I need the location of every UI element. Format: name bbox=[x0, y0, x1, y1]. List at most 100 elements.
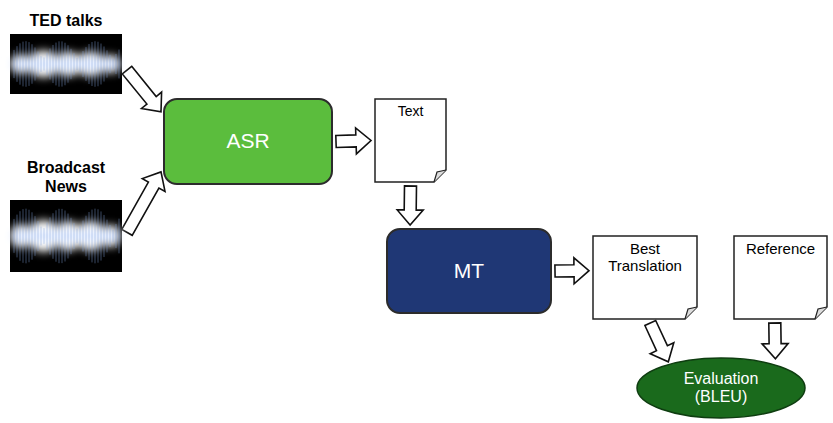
node-label: Best Translation bbox=[598, 240, 692, 275]
waveform-stroke bbox=[41, 227, 42, 246]
ellipse-outline bbox=[637, 358, 805, 418]
waveform-stroke bbox=[62, 209, 63, 263]
block-arrow bbox=[397, 186, 423, 225]
waveform-stroke bbox=[50, 217, 51, 254]
folded-corner bbox=[434, 170, 446, 182]
waveform-stroke bbox=[50, 48, 51, 79]
waveform-stroke bbox=[56, 43, 57, 86]
waveform-stroke bbox=[107, 50, 108, 77]
waveform-stroke bbox=[17, 215, 18, 258]
waveform-background bbox=[10, 34, 122, 94]
waveform-stroke bbox=[23, 209, 24, 263]
waveform-stroke bbox=[47, 53, 48, 76]
document-outline bbox=[593, 236, 697, 319]
waveform-stroke bbox=[101, 211, 102, 260]
text-holder: Reference bbox=[733, 235, 828, 257]
waveform-stroke bbox=[113, 59, 114, 70]
waveform-stroke bbox=[101, 44, 102, 85]
waveform-stroke bbox=[95, 209, 96, 264]
document-outline bbox=[375, 99, 446, 182]
waveform-stroke bbox=[92, 42, 93, 86]
waveform-stroke bbox=[89, 44, 90, 84]
waveform-stroke bbox=[62, 41, 63, 86]
process-box: ASR bbox=[163, 98, 333, 185]
source-label: Broadcast News bbox=[16, 159, 116, 196]
waveform-stroke bbox=[86, 47, 87, 81]
waveform-stroke bbox=[68, 45, 69, 82]
waveform-stroke bbox=[44, 228, 45, 244]
text-holder: Broadcast News bbox=[8, 148, 124, 200]
text-holder: MT bbox=[386, 228, 552, 314]
waveform-stroke bbox=[47, 222, 48, 249]
waveform-stroke bbox=[14, 50, 15, 78]
document-outline bbox=[734, 236, 827, 319]
evaluation-ellipse: Evaluation (BLEU) bbox=[636, 357, 806, 419]
source-label: TED talks bbox=[30, 12, 103, 30]
waveform-stroke bbox=[41, 56, 42, 72]
block-arrow bbox=[122, 66, 161, 112]
waveform-stroke bbox=[119, 50, 120, 79]
text-holder: Text bbox=[374, 98, 447, 119]
waveform-stroke bbox=[14, 219, 15, 253]
waveform-stroke bbox=[98, 209, 99, 262]
waveform-stroke bbox=[65, 43, 66, 86]
waveform-stroke bbox=[38, 52, 39, 77]
text-holder: ASR bbox=[163, 98, 333, 185]
waveform-stroke bbox=[32, 44, 33, 84]
waveform-stroke bbox=[104, 215, 105, 257]
waveform-stroke bbox=[68, 214, 69, 259]
waveform-background bbox=[10, 200, 122, 272]
block-arrow bbox=[122, 172, 165, 235]
block-arrow bbox=[555, 258, 589, 284]
waveform-stroke bbox=[98, 42, 99, 87]
waveform-stroke bbox=[86, 216, 87, 257]
waveform-stroke bbox=[26, 209, 27, 264]
waveform-stroke bbox=[35, 47, 36, 80]
waveform-stroke bbox=[89, 212, 90, 260]
folded-corner bbox=[815, 307, 827, 319]
waveform-stroke bbox=[77, 229, 78, 244]
waveform-stroke bbox=[23, 42, 24, 87]
waveform-stroke bbox=[104, 46, 105, 81]
waveform-stroke bbox=[74, 223, 75, 249]
waveform-stroke bbox=[17, 46, 18, 82]
waveform-stroke bbox=[83, 51, 84, 77]
document-shape: Text bbox=[374, 98, 447, 183]
waveform-stroke bbox=[29, 210, 30, 263]
block-arrow bbox=[336, 128, 371, 154]
waveform-stroke bbox=[59, 41, 60, 86]
waveform-stroke bbox=[80, 226, 81, 246]
waveform-stroke bbox=[56, 210, 57, 261]
block-arrow bbox=[645, 321, 674, 362]
node-label: Evaluation (BLEU) bbox=[666, 370, 776, 407]
node-label: MT bbox=[454, 259, 484, 283]
waveform-stroke bbox=[32, 212, 33, 259]
waveform-stroke bbox=[110, 55, 111, 73]
process-box: MT bbox=[386, 228, 552, 314]
waveform-stroke bbox=[74, 53, 75, 75]
waveform-stroke bbox=[116, 54, 117, 74]
waveform-stroke bbox=[53, 213, 54, 259]
document-shape: Reference bbox=[733, 235, 828, 320]
text-holder: TED talks bbox=[8, 2, 124, 34]
waveform-stroke bbox=[110, 225, 111, 247]
folded-corner bbox=[685, 307, 697, 319]
waveform-stroke bbox=[44, 57, 45, 70]
waveform-stroke bbox=[113, 230, 114, 243]
waveform-stroke bbox=[71, 218, 72, 254]
waveform-stroke bbox=[95, 41, 96, 87]
text-holder: Evaluation (BLEU) bbox=[636, 357, 806, 419]
audio-source: Broadcast News bbox=[8, 148, 124, 272]
node-label: Text bbox=[380, 103, 441, 119]
waveform-stroke bbox=[26, 41, 27, 87]
waveform-stroke bbox=[29, 42, 30, 86]
text-holder: Best Translation bbox=[592, 235, 698, 275]
waveform-stroke bbox=[119, 219, 120, 254]
waveform-stroke bbox=[59, 209, 60, 263]
block-arrow bbox=[762, 323, 788, 359]
node-label: Reference bbox=[739, 240, 822, 257]
audio-source: TED talks bbox=[8, 2, 124, 94]
waveform-stroke bbox=[116, 224, 117, 248]
waveform-stroke bbox=[107, 220, 108, 253]
